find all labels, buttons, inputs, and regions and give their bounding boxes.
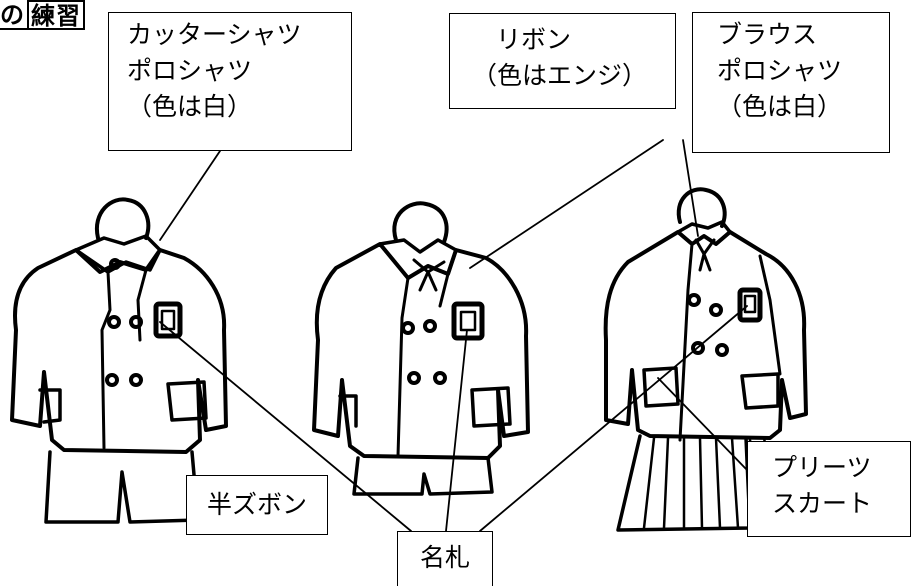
boys-shorts-uniform-drawing: [10, 197, 228, 524]
button-right-2: [709, 303, 723, 317]
leader-nametag-mid: [445, 329, 468, 532]
label-blouse-line1: ブラウス: [717, 20, 818, 49]
button-left-3: [105, 373, 119, 387]
button-mid-1: [401, 321, 415, 335]
button-left-1: [107, 315, 121, 329]
leader-ribbon: [469, 139, 664, 269]
label-shorts-line1: 半ズボン: [207, 490, 308, 519]
label-blouse-line3: （色は白）: [717, 92, 843, 121]
button-left-2: [129, 315, 143, 329]
boys-ribbon-uniform-drawing: [312, 201, 530, 496]
jacket-right: [603, 230, 808, 440]
name-tag-right: [737, 287, 763, 323]
button-left-4: [129, 373, 143, 387]
button-mid-4: [433, 371, 447, 385]
leader-lines: [159, 139, 748, 532]
leader-blouse: [682, 139, 699, 237]
pocket-right-left: [642, 366, 680, 408]
leader-nametag-left: [159, 321, 412, 532]
pocket-right-right: [740, 372, 780, 410]
mannequin-head-right: [676, 187, 727, 228]
pocket-mid-right: [470, 386, 512, 428]
label-ribbon-line2: （色はエンジ）: [472, 61, 648, 90]
jacket-left: [10, 248, 228, 454]
leader-pleats-skirt: [657, 377, 748, 471]
leader-nametag-right: [479, 305, 748, 532]
label-name-tag: 名札: [397, 531, 493, 586]
ribbon-drawing: [412, 258, 446, 292]
label-blouse-line2: ポロシャツ: [717, 56, 843, 85]
label-cutter-shirt-line2: ポロシャツ: [127, 56, 253, 85]
pocket-left-right: [166, 380, 208, 422]
label-ribbon-line1: リボン: [496, 25, 572, 54]
label-blouse: ブラウス ポロシャツ （色は白）: [692, 12, 890, 153]
label-cutter-shirt-line3: （色は白）: [127, 92, 253, 121]
collar-button-left: [109, 258, 121, 270]
button-mid-2: [423, 319, 437, 333]
girls-skirt-uniform-drawing: [603, 187, 808, 532]
button-right-4: [715, 343, 729, 357]
button-right-3: [691, 341, 705, 355]
title-fragment: の 練習: [0, 0, 85, 30]
name-tag-mid: [451, 301, 485, 341]
pocket-left-left: [38, 388, 62, 424]
jacket-front-left: [100, 270, 112, 450]
label-pleats-skirt-line1: プリーツ: [772, 453, 872, 482]
title-fragment-boxed: 練習: [27, 0, 85, 30]
leader-cutter-shirt: [159, 150, 221, 241]
label-cutter-shirt: カッターシャツ ポロシャツ （色は白）: [108, 12, 352, 151]
pants-mid-drawing: [352, 456, 494, 496]
button-right-1: [687, 293, 701, 307]
title-underline: [0, 28, 85, 30]
label-cutter-shirt-line1: カッターシャツ: [127, 20, 302, 49]
mannequin-head-left: [94, 197, 151, 240]
mannequin-head-mid: [392, 201, 449, 244]
shorts-drawing: [44, 450, 200, 524]
label-name-tag-line1: 名札: [420, 543, 471, 572]
label-shorts: 半ズボン: [186, 475, 328, 535]
label-pleats-skirt: プリーツ スカート: [747, 441, 911, 537]
label-ribbon: リボン （色はエンジ）: [449, 13, 676, 109]
button-mid-3: [407, 371, 421, 385]
name-tag-left: [153, 301, 183, 339]
title-fragment-plain: の: [0, 1, 25, 29]
label-pleats-skirt-line2: スカート: [772, 489, 873, 518]
